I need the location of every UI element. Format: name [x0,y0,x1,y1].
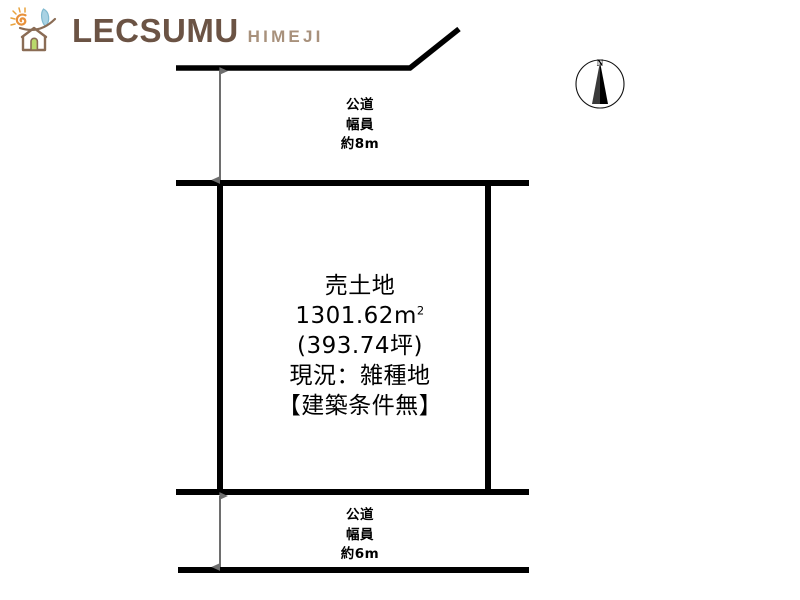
lot-area-unit: m [393,302,417,329]
logo-main-text: LECSUMU [72,11,239,49]
top-road-far-boundary-line [176,26,461,71]
logo-sub-text: HIMEJI [247,26,324,46]
lecsumu-house-sun-logo-icon [10,7,57,52]
lot-title: 売土地 [324,273,396,299]
top-road-width-value: 約8m [340,136,380,153]
lot-area-tsubo: (393.74坪) [297,332,423,359]
bottom-road-name: 公道 [346,507,374,523]
bottom-road-measure-label: 幅員 [346,526,374,543]
compass-north-needle-icon [575,59,625,109]
lot-current-condition: 現況：雑種地 [289,362,431,389]
lot-area-unit-exponent: 2 [416,303,425,318]
top-road-label: 公道 幅員 約8m [300,95,420,155]
compass-north-label: N [596,58,604,68]
lot-area-sqm: 1301.62m2 [235,302,485,332]
lot-info-block: 売土地 1301.62m2 (393.74坪) 現況：雑種地 【建築条件無】 [235,272,485,421]
top-road-measure-label: 幅員 [346,116,374,133]
bottom-road-width-value: 約6m [340,546,380,563]
top-road-name: 公道 [346,97,374,113]
lot-area-value: 1301.62 [295,302,394,329]
lot-building-condition: 【建築条件無】 [277,392,443,419]
logo-wordmark: LECSUMU HIMEJI [72,14,324,47]
brand-logo: LECSUMU HIMEJI [10,4,320,56]
bottom-road-label: 公道 幅員 約6m [300,505,420,565]
